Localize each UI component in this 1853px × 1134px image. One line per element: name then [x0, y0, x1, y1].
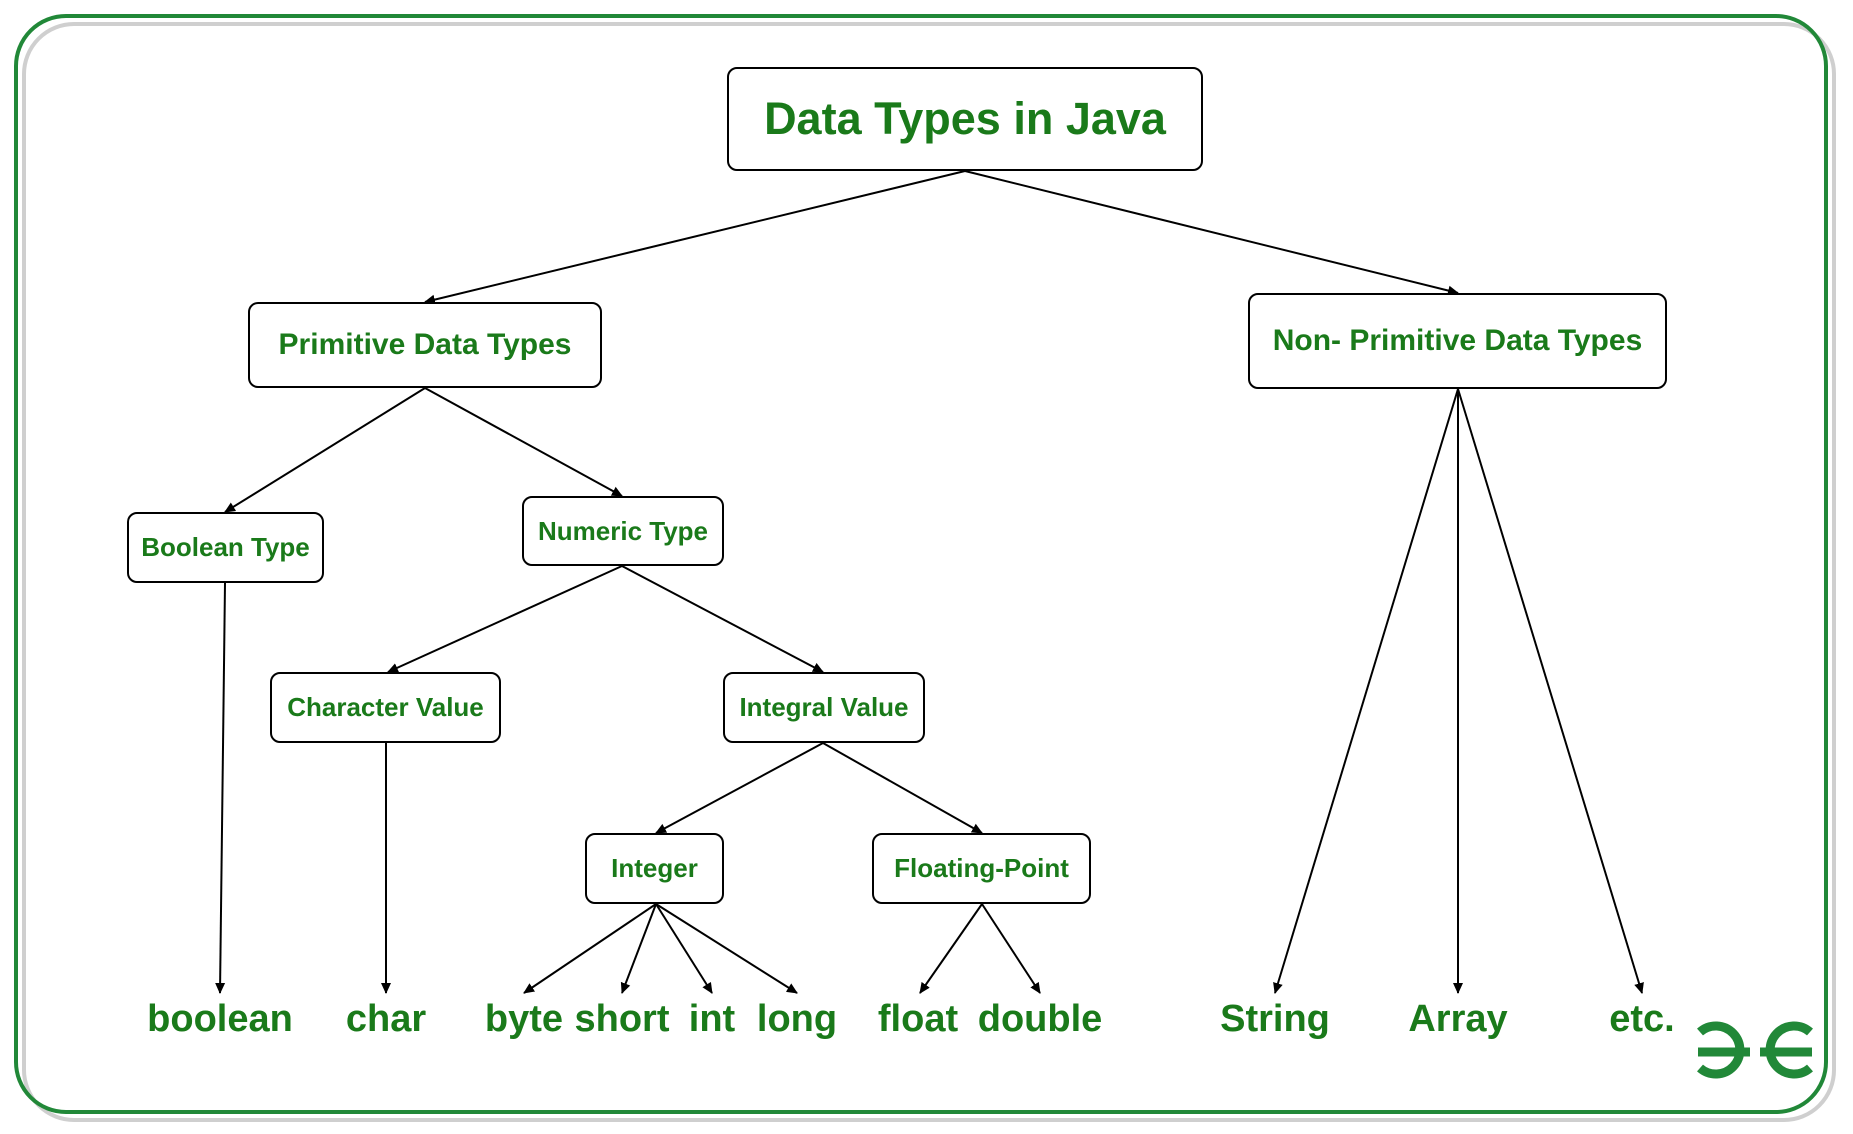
edge-root-primitive	[424, 170, 966, 305]
edge-numeric-integral	[621, 565, 824, 673]
integral-value-node: Integral Value	[723, 672, 925, 743]
leaf-etc: etc.	[1609, 998, 1675, 1040]
edge-floating-float	[919, 903, 983, 994]
leaf-float: float	[877, 998, 959, 1040]
edge-boolean-leaf	[215, 582, 226, 994]
frame-border	[14, 14, 1828, 1114]
frame-shadow	[22, 22, 1836, 1122]
edge-nonprimitive-string	[1273, 388, 1459, 994]
edge-integer-long	[655, 903, 798, 994]
leaf-char: char	[345, 998, 427, 1040]
character-value-node: Character Value	[270, 672, 501, 743]
edge-integral-integer	[655, 742, 824, 834]
boolean-type-node: Boolean Type	[127, 512, 324, 583]
edge-integral-floating	[822, 742, 983, 834]
leaf-int: int	[688, 998, 736, 1040]
primitive-data-types-node: Primitive Data Types	[248, 302, 602, 388]
leaf-string: String	[1220, 998, 1330, 1040]
title-node: Data Types in Java	[727, 67, 1203, 171]
leaf-short: short	[574, 998, 670, 1040]
leaf-double: double	[977, 998, 1103, 1040]
edge-nonprimitive-etc	[1457, 388, 1644, 994]
edge-integer-byte	[523, 903, 657, 994]
leaf-array: Array	[1408, 998, 1508, 1040]
edge-root-nonprimitive	[964, 170, 1459, 296]
edge-primitive-numeric	[424, 387, 623, 497]
edge-integer-short	[620, 903, 657, 994]
edge-integer-int	[655, 903, 713, 994]
integer-node: Integer	[585, 833, 724, 904]
geeksforgeeks-logo-icon	[1697, 1021, 1813, 1079]
edge-primitive-boolean	[224, 387, 426, 513]
leaf-long: long	[756, 998, 838, 1040]
leaf-byte: byte	[484, 998, 564, 1040]
floating-point-node: Floating-Point	[872, 833, 1091, 904]
edge-numeric-character	[387, 565, 623, 673]
edge-floating-double	[981, 903, 1041, 994]
numeric-type-node: Numeric Type	[522, 496, 724, 566]
non-primitive-data-types-node: Non- Primitive Data Types	[1248, 293, 1667, 389]
leaf-boolean: boolean	[147, 998, 293, 1040]
